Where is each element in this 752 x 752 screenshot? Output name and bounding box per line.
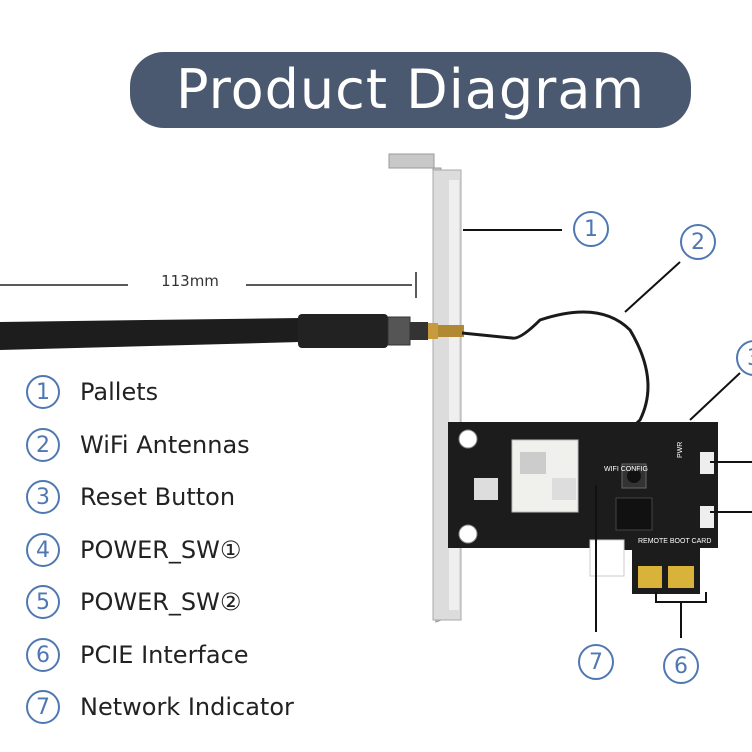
metal-bracket xyxy=(388,153,462,623)
legend-label: Network Indicator xyxy=(80,693,294,722)
callout-2: 2 xyxy=(680,224,716,260)
legend-number: 2 xyxy=(26,427,60,462)
legend-list: 1 Pallets 2 WiFi Antennas 3 Reset Button… xyxy=(26,366,294,734)
legend-item: 1 Pallets xyxy=(26,366,294,419)
page-title: Product Diagram xyxy=(130,52,691,128)
antenna-cable xyxy=(461,310,650,442)
callout-1: 1 xyxy=(573,211,609,247)
legend-number: 7 xyxy=(26,690,60,725)
callout-7: 7 xyxy=(578,644,614,680)
leader-lines xyxy=(463,229,752,638)
dimension-line xyxy=(0,272,417,298)
legend-label: POWER_SW② xyxy=(80,588,242,617)
legend-label: Reset Button xyxy=(80,483,236,512)
board-label-pwr: PWR xyxy=(677,442,684,458)
legend-number: 1 xyxy=(26,375,60,410)
legend-item: 2 WiFi Antennas xyxy=(26,419,294,472)
legend-item: 7 Network Indicator xyxy=(26,681,294,734)
legend-item: 4 POWER_SW① xyxy=(26,524,294,577)
board-label-wifi-config: WIFI CONFIG xyxy=(604,466,648,473)
pcb-board: REMOTE BOOT CARD WIFI CONFIG PWR xyxy=(448,422,718,594)
legend-label: WiFi Antennas xyxy=(80,430,250,459)
legend-item: 5 POWER_SW② xyxy=(26,576,294,629)
legend-label: PCIE Interface xyxy=(80,640,249,669)
legend-item: 3 Reset Button xyxy=(26,471,294,524)
legend-number: 5 xyxy=(26,585,60,620)
callout-6: 6 xyxy=(663,648,699,684)
legend-number: 3 xyxy=(26,480,60,515)
dimension-label: 113mm xyxy=(161,272,219,290)
legend-label: Pallets xyxy=(80,378,159,407)
antenna xyxy=(0,314,464,350)
legend-number: 4 xyxy=(26,532,60,567)
legend-item: 6 PCIE Interface xyxy=(26,629,294,682)
board-label-remote: REMOTE BOOT CARD xyxy=(638,538,711,545)
legend-number: 6 xyxy=(26,637,60,672)
pcie-gold-fingers xyxy=(632,560,700,594)
legend-label: POWER_SW① xyxy=(80,535,242,564)
